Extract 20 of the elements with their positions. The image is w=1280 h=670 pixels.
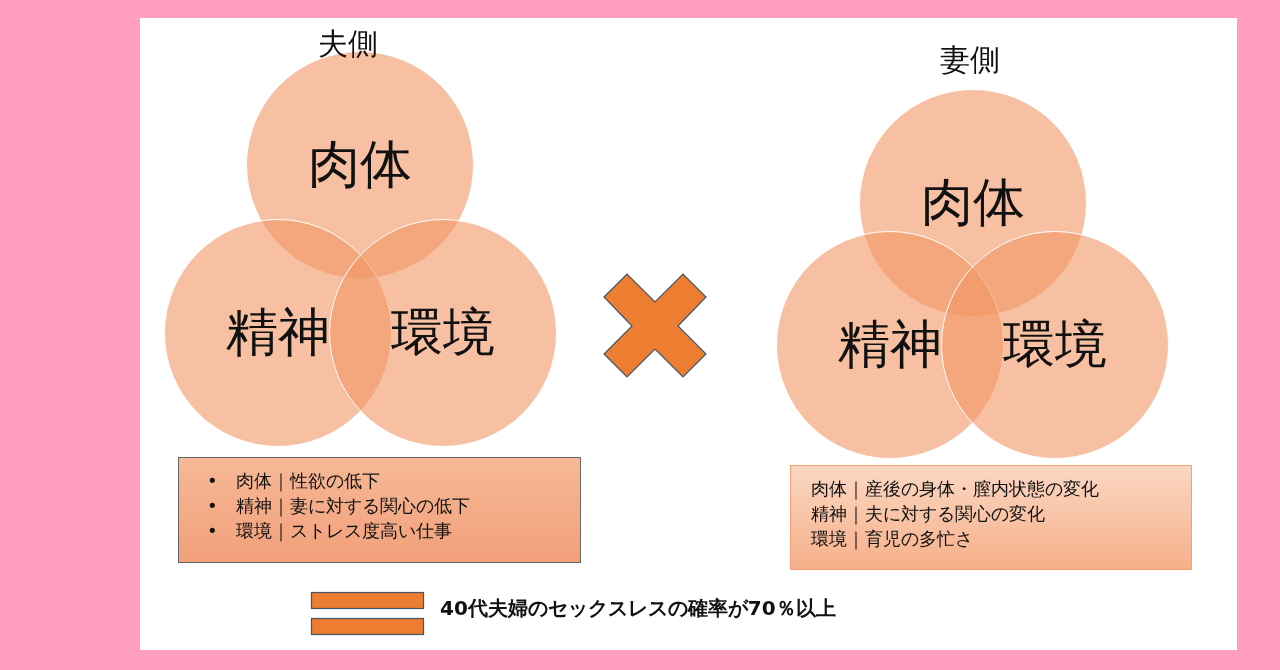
circle-label: 肉体 xyxy=(921,171,1025,234)
circle-label: 精神 xyxy=(226,301,330,364)
group-heading: 妻側 xyxy=(940,41,1000,79)
text-box xyxy=(790,465,1192,570)
group-heading: 夫側 xyxy=(318,25,378,63)
circle-label: 精神 xyxy=(838,313,942,376)
text-line: 肉体｜産後の身体・膣内状態の変化 xyxy=(811,477,1100,501)
bullet-item: • 精神｜妻に対する関心の低下 xyxy=(207,494,471,518)
circle-label: 肉体 xyxy=(308,133,412,196)
text-line: 精神｜夫に対する関心の変化 xyxy=(811,502,1046,526)
conclusion-text: 40代夫婦のセックスレスの確率が70％以上 xyxy=(440,595,836,622)
text-line: 環境｜育児の多忙さ xyxy=(811,527,974,551)
text-box xyxy=(178,457,581,563)
bullet-item: • 環境｜ストレス度高い仕事 xyxy=(207,519,453,543)
multiply-sign xyxy=(604,274,706,377)
circle-label: 環境 xyxy=(391,301,495,364)
bullet-item: • 肉体｜性欲の低下 xyxy=(207,469,381,493)
circle-label: 環境 xyxy=(1003,313,1107,376)
equals-bar xyxy=(311,592,424,609)
equals-bar xyxy=(311,618,424,635)
